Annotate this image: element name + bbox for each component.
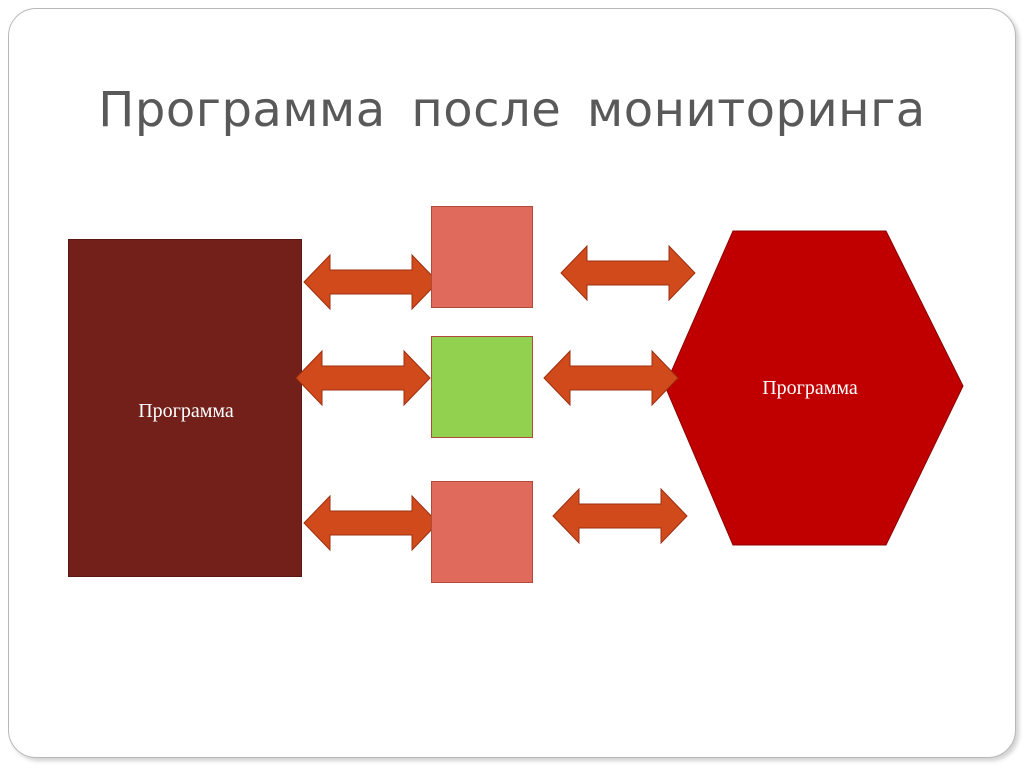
- slide-title: Программа после мониторинга: [98, 82, 926, 138]
- program-block-left-label: Программа: [138, 400, 234, 422]
- double-arrow-left-middle: [295, 349, 431, 407]
- double-arrow-left-top: [303, 253, 439, 311]
- module-box-top: [431, 206, 533, 308]
- double-arrow-right-bottom: [552, 487, 688, 545]
- module-box-middle: [431, 336, 533, 438]
- program-block-right-label: Программа: [762, 377, 858, 399]
- module-box-bottom: [431, 481, 533, 583]
- double-arrow-right-middle: [543, 349, 679, 407]
- program-block-left: Программа: [68, 239, 302, 577]
- double-arrow-left-bottom: [303, 494, 439, 552]
- double-arrow-right-top: [560, 244, 696, 302]
